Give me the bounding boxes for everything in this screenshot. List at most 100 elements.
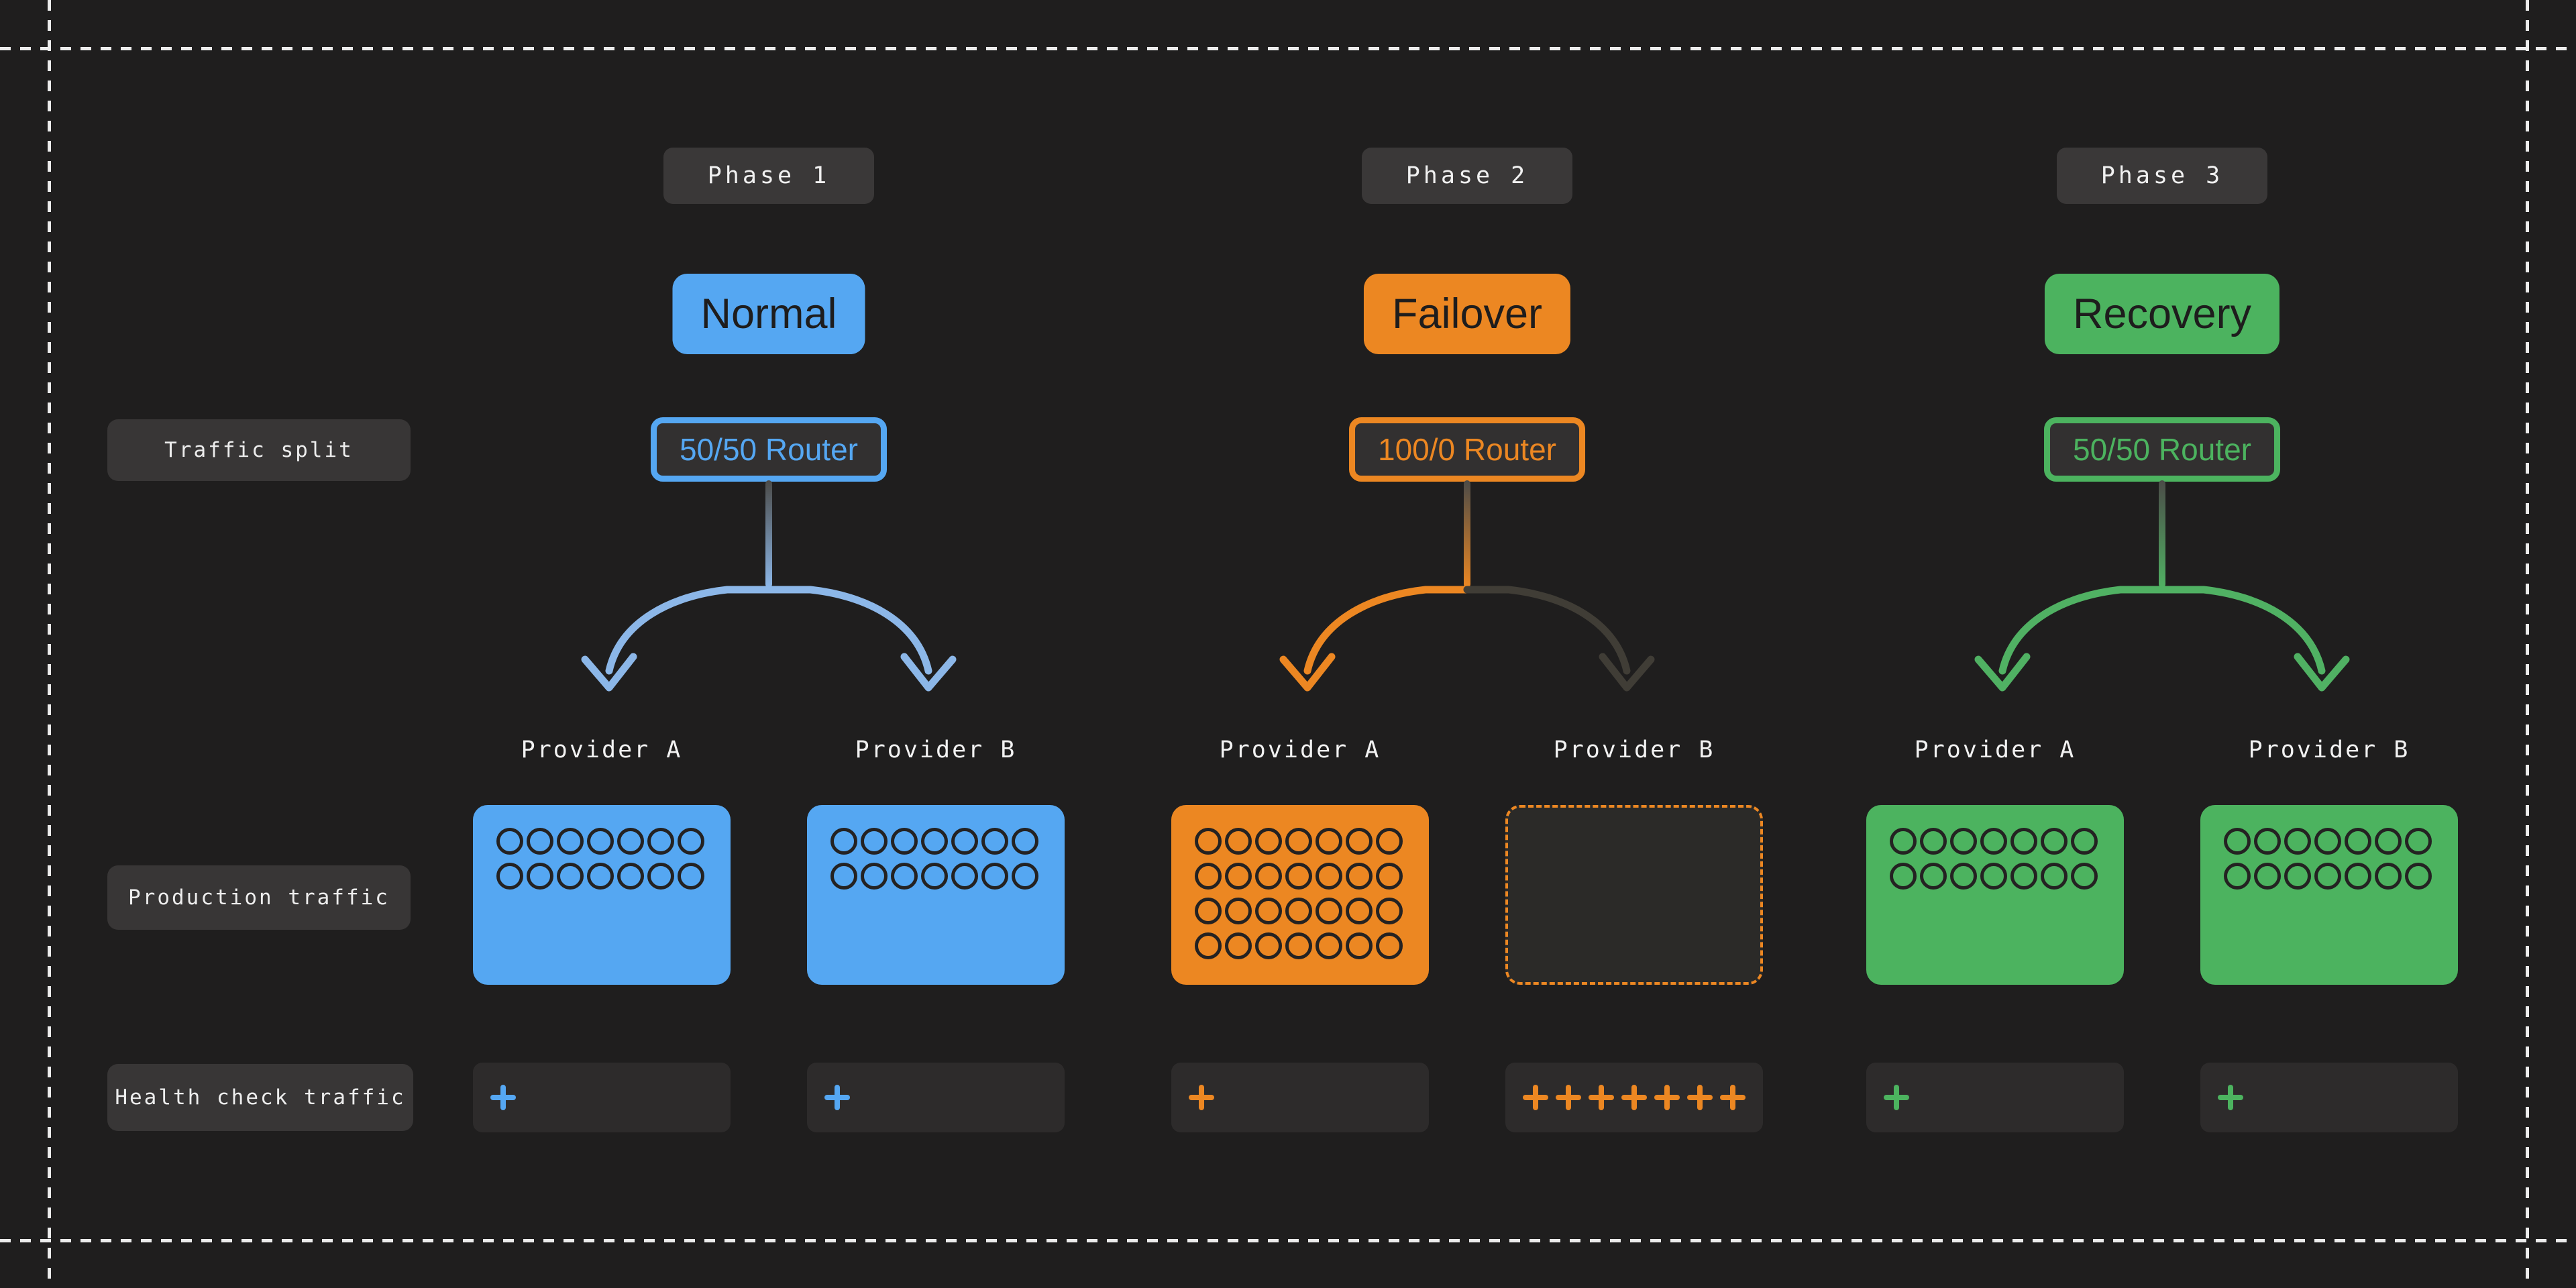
dot-row [2224,828,2458,855]
traffic-unit-dot [1285,898,1312,924]
traffic-unit-dot [2010,828,2037,855]
phase-chip: Phase 1 [663,148,874,204]
traffic-unit-dot [647,828,674,855]
traffic-unit-dot [1920,828,1947,855]
traffic-unit-dot [1980,863,2007,890]
traffic-dot-grid [1866,805,2124,890]
dot-row [1890,863,2124,890]
traffic-unit-dot [527,828,553,855]
traffic-unit-dot [2071,828,2098,855]
plus-icon [1654,1085,1680,1110]
traffic-unit-dot [1255,828,1282,855]
dot-row [496,863,731,890]
plus-icon [1884,1085,1909,1110]
traffic-unit-dot [2345,863,2371,890]
traffic-dot-grid [1508,808,1760,830]
guide-line-left [48,0,51,1288]
provider-a-label: Provider A [1219,737,1381,763]
traffic-dot-grid [807,805,1065,890]
health-check-box-provider-a [473,1063,731,1132]
arrowhead-left-icon [581,653,637,692]
traffic-unit-dot [1255,932,1282,959]
health-check-box-provider-a [1866,1063,2124,1132]
traffic-unit-dot [981,828,1008,855]
traffic-unit-dot [2284,828,2311,855]
traffic-unit-dot [1255,898,1282,924]
arrow-left-icon [1998,586,2166,675]
traffic-unit-dot [1012,828,1038,855]
arrow-right-icon [1463,586,1631,675]
plus-icon [1621,1085,1647,1110]
arrow-right-icon [765,586,932,675]
health-check-traffic-label: Health check traffic [107,1064,413,1131]
traffic-unit-dot [2405,828,2432,855]
traffic-unit-dot [2010,863,2037,890]
traffic-unit-dot [981,863,1008,890]
traffic-unit-dot [2254,828,2281,855]
traffic-unit-dot [951,863,978,890]
plus-icon [490,1085,516,1110]
traffic-unit-dot [647,863,674,890]
traffic-unit-dot [1225,898,1252,924]
dot-row [1195,828,1429,855]
traffic-unit-dot [2224,863,2251,890]
dot-row [1195,932,1429,959]
traffic-unit-dot [617,828,644,855]
arrowhead-right-icon [900,653,957,692]
production-box-provider-a [1866,805,2124,985]
health-check-box-provider-b [807,1063,1065,1132]
provider-b-label: Provider B [1553,737,1715,763]
fork-arrows [581,586,957,692]
traffic-unit-dot [1346,932,1373,959]
production-traffic-label: Production traffic [107,865,411,930]
traffic-unit-dot [1950,828,1977,855]
traffic-unit-dot [1376,863,1403,890]
router-stem-line [1464,480,1470,588]
traffic-unit-dot [2345,828,2371,855]
production-box-provider-a [1171,805,1429,985]
traffic-unit-dot [1225,932,1252,959]
plus-icon [824,1085,850,1110]
dot-row [830,828,1065,855]
health-check-pluses [2200,1063,2458,1132]
traffic-unit-dot [1920,863,1947,890]
traffic-unit-dot [1376,932,1403,959]
production-box-provider-b-standby [1505,805,1763,985]
plus-icon [1189,1085,1214,1110]
health-check-box-provider-b [2200,1063,2458,1132]
traffic-unit-dot [1195,828,1222,855]
traffic-unit-dot [861,828,888,855]
router-stem-line [2159,480,2165,588]
traffic-unit-dot [1285,932,1312,959]
fork-arrows [1279,586,1655,692]
traffic-unit-dot [2254,863,2281,890]
router-box: 50/50 Router [651,417,887,482]
traffic-dot-grid [2200,805,2458,890]
traffic-unit-dot [2375,828,2402,855]
dot-row [1195,898,1429,924]
traffic-unit-dot [1346,828,1373,855]
traffic-unit-dot [1225,863,1252,890]
arrow-right-icon [2158,586,2326,675]
phase-column-normal: Phase 1 Normal 50/50 Router Provider A P… [473,0,1065,1288]
dot-row [830,863,1065,890]
traffic-unit-dot [617,863,644,890]
traffic-unit-dot [2041,863,2068,890]
phase-title: Failover [1363,274,1571,354]
router-box: 50/50 Router [2044,417,2280,482]
dot-row [496,828,731,855]
health-check-pluses [1866,1063,2124,1132]
health-check-pluses [1505,1063,1763,1132]
traffic-unit-dot [1316,828,1342,855]
plus-icon [1523,1085,1548,1110]
traffic-unit-dot [830,828,857,855]
production-box-provider-b [807,805,1065,985]
traffic-unit-dot [587,863,614,890]
plus-icon [1687,1085,1713,1110]
phase-column-recovery: Phase 3 Recovery 50/50 Router Provider A… [1866,0,2458,1288]
traffic-unit-dot [1285,863,1312,890]
dot-row [1890,828,2124,855]
traffic-unit-dot [2224,828,2251,855]
traffic-unit-dot [891,863,918,890]
